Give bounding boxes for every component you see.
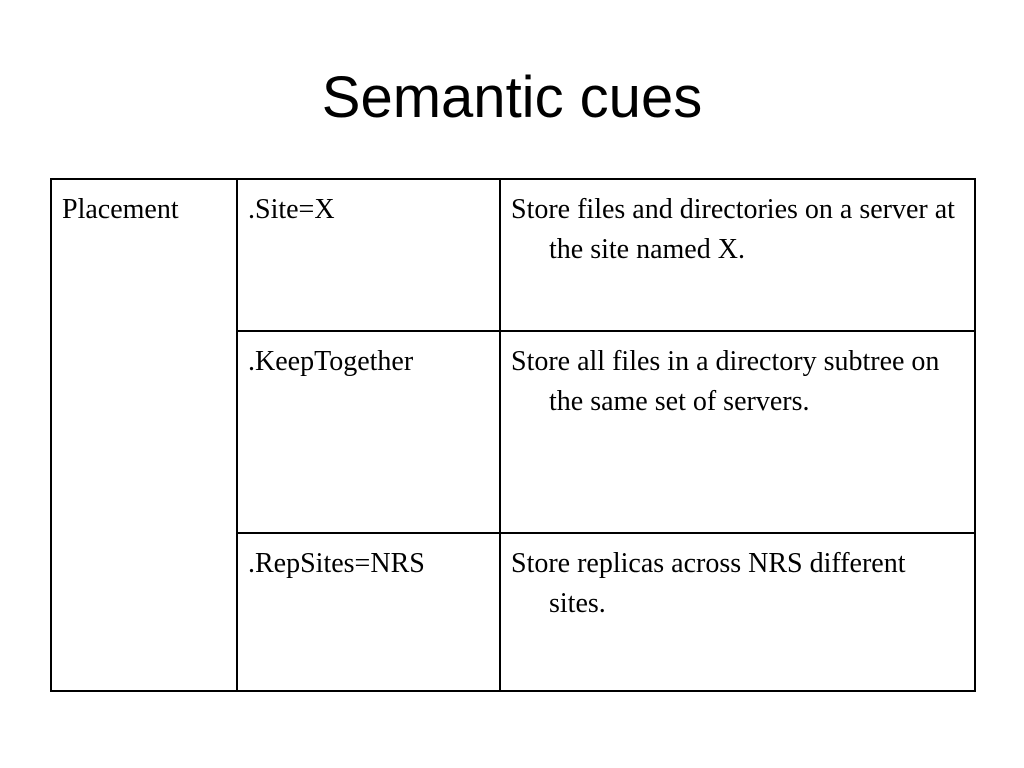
cue-label: .RepSites=NRS	[248, 548, 425, 579]
cue-label: .KeepTogether	[248, 346, 414, 377]
semantic-cues-table: Placement .Site=X Store files and direct…	[50, 178, 976, 692]
description-cell: Store files and directories on a server …	[499, 178, 976, 332]
description-cell: Store all files in a directory subtree o…	[499, 330, 976, 534]
cue-cell: .KeepTogether	[236, 330, 501, 534]
slide-title: Semantic cues	[321, 65, 703, 130]
cue-label: .Site=X	[248, 194, 335, 225]
table-row: .KeepTogether Store all files in a direc…	[51, 330, 976, 534]
table-row: Placement .Site=X Store files and direct…	[50, 178, 976, 692]
cue-cell: .RepSites=NRS	[236, 532, 501, 692]
category-cell: Placement	[50, 178, 238, 692]
cue-description: Store replicas across NRS different site…	[511, 548, 906, 619]
cue-description: Store files and directories on a server …	[511, 194, 955, 265]
category-label: Placement	[62, 194, 179, 225]
description-cell: Store replicas across NRS different site…	[499, 532, 976, 692]
cue-description: Store all files in a directory subtree o…	[511, 346, 940, 417]
table-row: .RepSites=NRS Store replicas across NRS …	[51, 532, 976, 692]
cue-cell: .Site=X	[236, 178, 501, 332]
